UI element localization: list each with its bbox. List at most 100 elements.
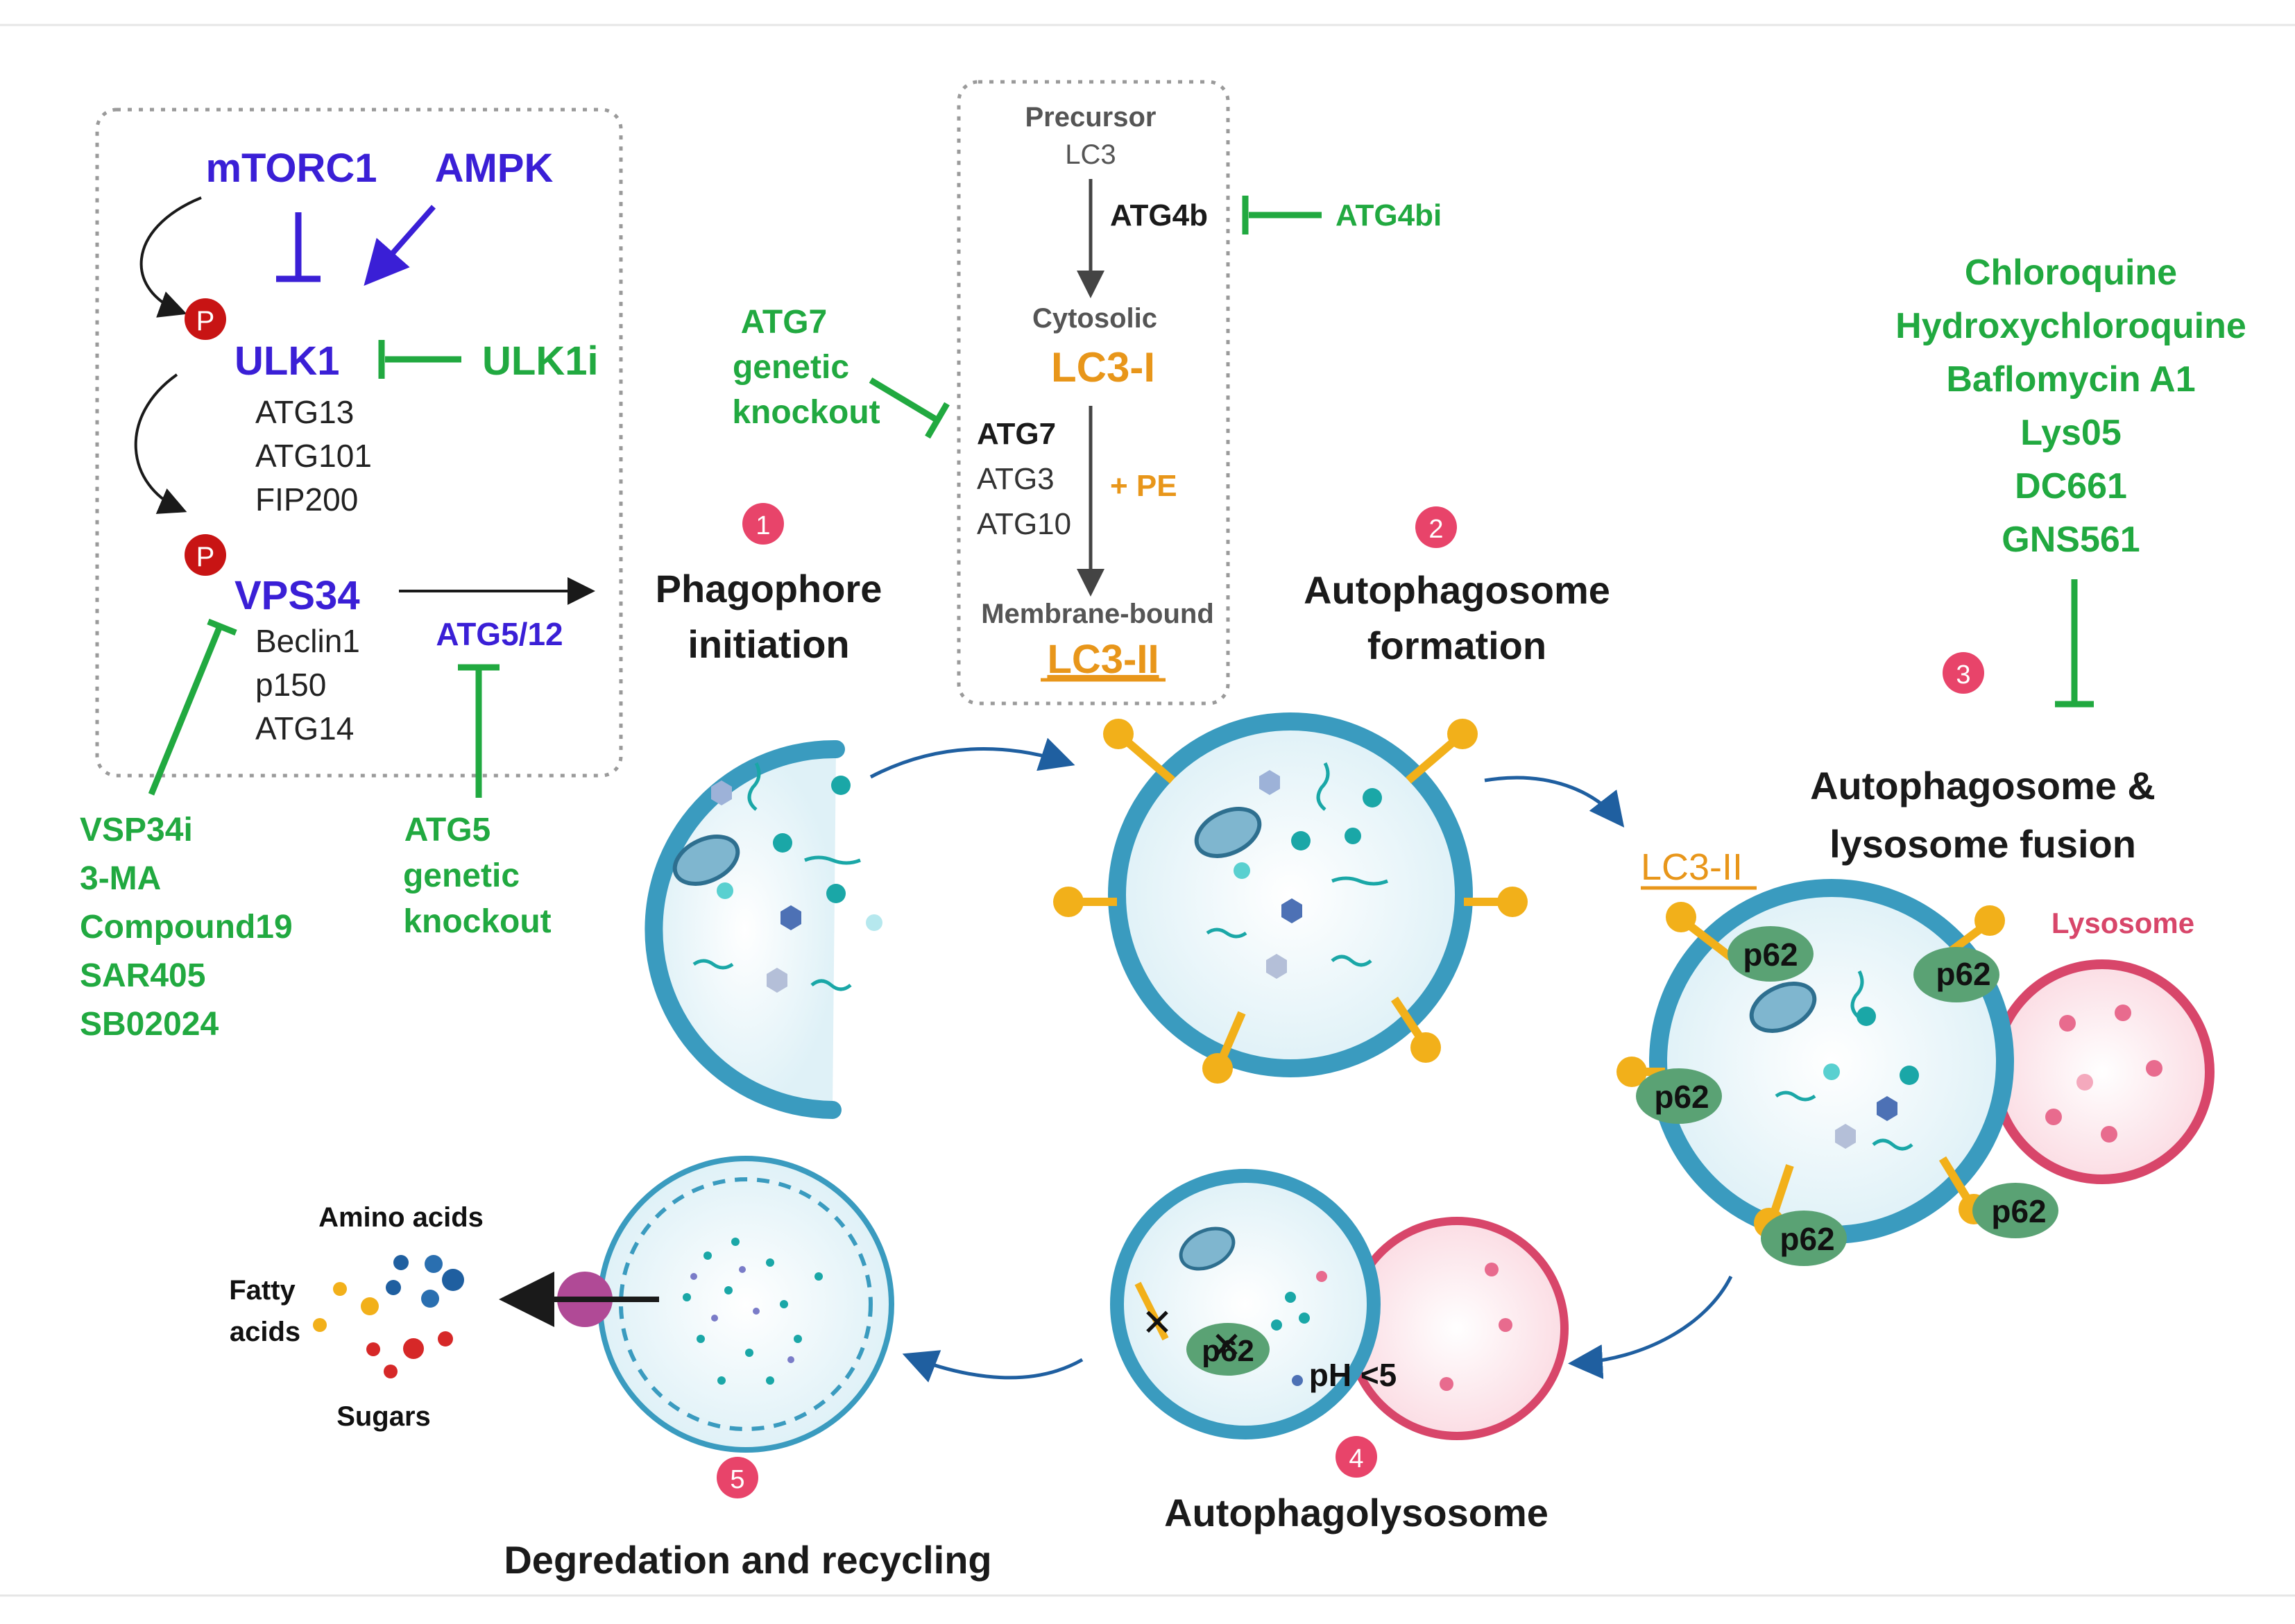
autophagosome-membrane <box>1108 712 1473 1077</box>
phospho-badge-ulk1 <box>185 298 226 340</box>
degradation-vesicle <box>557 1156 894 1453</box>
cargo-dot <box>1363 788 1382 807</box>
p62-blob <box>1913 947 1999 1002</box>
vps34-subunit-1: Beclin1 <box>255 623 360 659</box>
conj-enzyme-3: ATG10 <box>977 507 1071 541</box>
p62-label: p62 <box>1780 1221 1834 1257</box>
lysosome-enzyme <box>1440 1377 1453 1391</box>
autophagolysosome-body <box>1110 1169 1381 1439</box>
cytosolic-label: Cytosolic <box>1032 303 1157 334</box>
p62-label: p62 <box>1936 956 1990 992</box>
cargo-strand <box>1331 876 1388 886</box>
autophagolysosome-lysosome <box>1345 1217 1569 1440</box>
precursor-line-1: Precursor <box>1025 102 1157 133</box>
mitochondrion <box>672 835 740 886</box>
lc3-ii-receptor-head <box>1053 887 1084 917</box>
sugar-dot <box>403 1338 424 1359</box>
vps34-inhibitor-1: VSP34i <box>80 812 193 848</box>
lysosome-enzyme <box>1485 1263 1499 1276</box>
p62-label: p62 <box>1654 1079 1709 1115</box>
lyso-inhibitor-3: Baflomycin A1 <box>1946 359 2195 400</box>
step-4-number: 4 <box>1349 1444 1363 1473</box>
step-5-label: Degredation and recycling <box>504 1538 991 1582</box>
lysosome <box>1990 959 2215 1184</box>
mitochondrion <box>1194 807 1262 858</box>
cargo-dot <box>1292 1375 1303 1386</box>
cargo-hex <box>1259 770 1280 795</box>
cargo-strand <box>1775 1091 1816 1102</box>
lyso-inhibitor-1: Chloroquine <box>1965 253 2177 293</box>
fusion-stage: Lysosome p62 p62 p <box>1616 879 2215 1266</box>
phospho-arrow-2 <box>134 373 187 514</box>
atg5-12-label: ATG5/12 <box>436 616 563 652</box>
lysosome-label: Lysosome <box>2051 907 2194 939</box>
cargo-dot <box>1823 1063 1840 1080</box>
atg7-ko-line-1: ATG7 <box>741 304 827 341</box>
enzyme-dot <box>1316 1271 1327 1282</box>
p62-blob <box>1636 1068 1722 1124</box>
ph-label: pH <5 <box>1309 1357 1397 1393</box>
step-1-badge <box>742 503 784 545</box>
cargo-dot <box>717 882 733 899</box>
mitochondrion <box>1179 1226 1236 1271</box>
lysosome-enzyme <box>2101 1126 2117 1143</box>
step-5-number: 5 <box>730 1465 744 1494</box>
sugars-label: Sugars <box>336 1401 431 1432</box>
cargo-dot <box>826 884 846 903</box>
p62-label: p62 <box>1991 1193 2046 1229</box>
receptor-head <box>1616 1057 1647 1087</box>
vps34-label: VPS34 <box>234 573 360 618</box>
ulk1-subunit-1: ATG13 <box>255 394 354 430</box>
vps34i-inhibit-bar <box>207 618 237 636</box>
fatty-acid-dot <box>361 1297 379 1315</box>
vps34-inhibitor-3: Compound19 <box>80 909 293 946</box>
step-2-label-line-1: Autophagosome <box>1304 568 1610 612</box>
cargo-dot <box>1345 828 1361 844</box>
vps34-inhibitor-2: 3-MA <box>80 860 161 897</box>
degraded-cargo <box>683 1238 823 1385</box>
amino-acid-dot <box>393 1255 409 1270</box>
step-2-number: 2 <box>1428 515 1443 544</box>
amino-acid-dot <box>442 1269 464 1291</box>
sugar-dot <box>366 1342 380 1356</box>
degradation-inner-membrane <box>619 1177 873 1431</box>
ampk-activate-arrow <box>364 205 436 286</box>
lysosome-enzyme <box>2076 1074 2093 1091</box>
cargo-strand <box>1872 1138 1913 1151</box>
cargo-hex <box>1835 1124 1856 1149</box>
step-2-badge <box>1415 506 1457 548</box>
lysosome-enzyme <box>2045 1109 2062 1125</box>
autophagolysosome-to-degradation-arrow <box>902 1350 1084 1383</box>
sugar-dot <box>384 1365 398 1378</box>
receptor-head <box>1974 905 2005 936</box>
cargo-strand <box>1206 928 1247 939</box>
lc3-i-label: LC3-I <box>1051 344 1155 391</box>
lysosome-enzyme <box>2115 1005 2131 1021</box>
step-5-badge <box>717 1457 758 1498</box>
lc3-ii-receptor-head <box>1497 887 1528 917</box>
degraded-receptor <box>1134 1281 1169 1341</box>
vps34i-inhibit-line <box>148 623 224 796</box>
receptor-head <box>1666 902 1696 932</box>
lyso-inhibitor-6: GNS561 <box>2002 520 2140 560</box>
atg5-ko-line-1: ATG5 <box>404 812 490 848</box>
signaling-box <box>95 108 623 778</box>
cargo-hex <box>767 968 787 993</box>
cargo-strand <box>1331 955 1372 967</box>
step-3-number: 3 <box>1956 660 1970 690</box>
phospho-badge-vps34 <box>185 534 226 576</box>
lc3-ii-receptor-head <box>1410 1032 1441 1063</box>
ulk1-label: ULK1 <box>234 339 339 384</box>
atg7-ko-line-3: knockout <box>732 394 880 431</box>
cargo-strand <box>810 979 852 991</box>
cargo-strand <box>747 762 761 811</box>
step-4: 4 Autophagolysosome <box>1164 1436 1549 1535</box>
ulk1-subunit-3: FIP200 <box>255 481 358 518</box>
atg5-ko-line-3: knockout <box>403 903 551 940</box>
amino-acid-dot <box>425 1255 443 1273</box>
cargo-dot <box>866 914 882 931</box>
fusion-to-autophagolysosome-arrow <box>1568 1275 1733 1379</box>
cargo-hex <box>780 905 801 930</box>
cargo-strand <box>804 855 861 865</box>
